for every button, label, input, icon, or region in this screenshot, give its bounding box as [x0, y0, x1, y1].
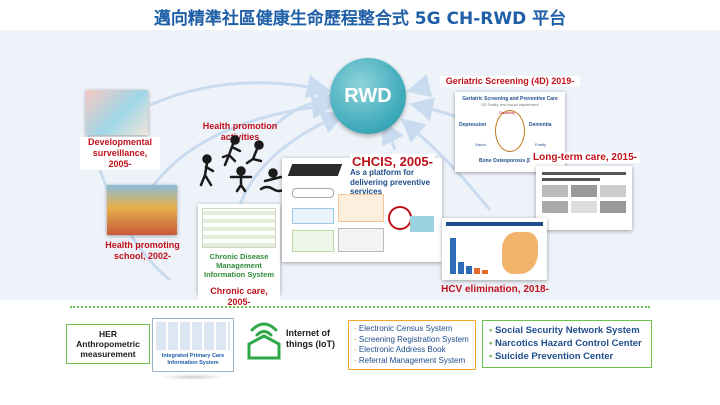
green-item: Social Security Network System: [489, 324, 645, 337]
geriatric-subheading: 5D Frailty and visual impairment: [481, 102, 539, 107]
arrow-chronic: [238, 111, 346, 206]
screening-icon: [410, 216, 434, 232]
chronic-system-card: Chronic Disease Management Information S…: [198, 204, 280, 294]
arrow-geriatric: [406, 73, 433, 98]
vitruvian-icon: [495, 110, 525, 152]
ipc-shadow: [160, 374, 226, 380]
hcv-card: [442, 218, 547, 280]
term-disability: Disability: [499, 110, 516, 115]
swimmer-icon: [268, 168, 278, 178]
chcis-subtitle: As a platform for delivering preventive …: [350, 168, 431, 196]
developmental-photo: [86, 90, 148, 135]
hcv-label: HCV elimination, 2018-: [441, 284, 549, 295]
term-dementia: Dementia: [529, 122, 552, 128]
page-title: 邁向精準社區健康生命歷程整合式 5G CH-RWD 平台: [153, 9, 567, 29]
chronic-system-label: Chronic Disease Management Information S…: [203, 252, 274, 279]
green-item: Suicide Prevention Center: [489, 350, 645, 363]
ipc-screenshot: Integrated Primary Care Information Syst…: [152, 318, 234, 372]
term-bone: Bone Osteoporosis (DXA): [479, 158, 541, 164]
walker-icon: [202, 154, 212, 164]
chronic-care-label: Chronic care, 2005-: [198, 286, 280, 308]
her-box: HER Anthropometric measurement: [66, 324, 150, 364]
hcv-map: [502, 232, 538, 274]
rwd-circle: RWD: [330, 58, 406, 134]
arrow-hcv: [400, 118, 492, 211]
school-label: Health promoting school, 2002-: [105, 240, 180, 261]
chcis-logo: [287, 164, 343, 176]
chcis-title: CHCIS, 2005-: [350, 154, 435, 169]
runner-icon: [230, 135, 240, 145]
rwd-label: RWD: [344, 84, 392, 107]
no-smoking-icon: [388, 206, 412, 230]
chcis-card: [282, 158, 442, 262]
orange-item: Screening Registration System: [354, 335, 470, 346]
iot-label: Internet of things (IoT): [286, 328, 335, 349]
arrow-developmental: [149, 74, 331, 107]
chcis-flowchart: [292, 188, 384, 256]
her-label: HER Anthropometric measurement: [76, 329, 140, 359]
ipc-label: Integrated Primary Care Information Syst…: [161, 353, 225, 366]
green-systems-box: Social Security Network System Narcotics…: [482, 320, 652, 368]
green-systems-list: Social Security Network System Narcotics…: [489, 324, 645, 363]
geriatric-heading: Geriatric Screening and Preventive Care: [462, 96, 558, 102]
wifi-home-icon: [247, 322, 281, 360]
cyclist-icon: [254, 140, 264, 150]
orange-item: Referral Management System: [354, 356, 470, 367]
orange-item: Electronic Census System: [354, 324, 470, 335]
arrow-promotion: [268, 88, 341, 132]
green-item: Narcotics Hazard Control Center: [489, 337, 645, 350]
developmental-label: Developmental surveillance, 2005-: [80, 137, 160, 170]
orange-item: Electronic Address Book: [354, 345, 470, 356]
hcv-bar-chart: [448, 230, 492, 274]
ltc-label: Long-term care, 2015-: [530, 152, 640, 163]
ltc-card: [536, 166, 632, 230]
health-promotion-label: Health promotion activities: [202, 121, 278, 142]
orange-systems-list: Electronic Census System Screening Regis…: [354, 324, 470, 366]
sports-icons: [199, 135, 287, 193]
geriatric-label: Geriatric Screening (4D) 2019-: [440, 76, 580, 87]
orange-systems-box: Electronic Census System Screening Regis…: [348, 320, 476, 370]
chronic-screenshot: [202, 208, 276, 248]
divider: [70, 306, 650, 308]
school-photo: [107, 185, 177, 235]
weightlifter-icon: [236, 166, 246, 176]
term-depression: Depression: [459, 122, 487, 128]
term-frailty: Frailty: [535, 142, 546, 147]
term-vision: Vision: [475, 142, 486, 147]
